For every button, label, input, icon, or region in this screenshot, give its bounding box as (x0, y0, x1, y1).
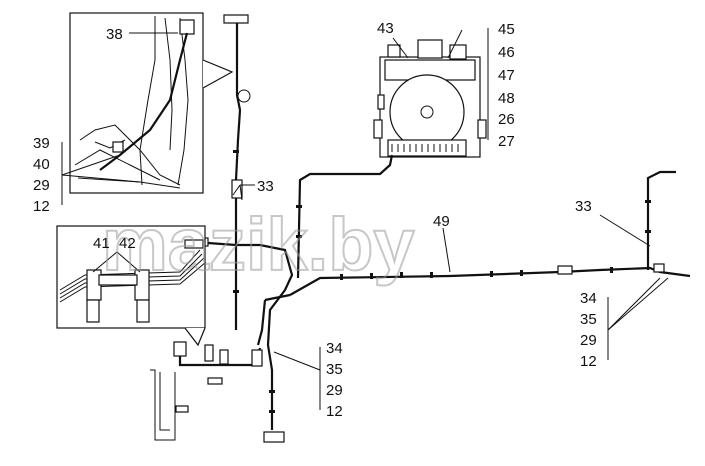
stack-label: 29 (326, 382, 343, 399)
stack-label: 27 (498, 133, 515, 150)
stack-label: 26 (498, 111, 515, 128)
stack-label: 40 (33, 156, 50, 173)
stack-top-right: 45 46 47 48 26 27 (498, 21, 515, 150)
watermark-text: mazik.by (102, 203, 415, 286)
inset-connector-pointer (184, 327, 206, 347)
stack-label: 12 (326, 403, 343, 420)
stack-center-low: 34 35 29 12 (326, 340, 343, 420)
inset-seat-pointer (202, 59, 234, 89)
stack-label: 12 (33, 198, 50, 215)
stack-left-mid: 39 40 29 12 (33, 135, 50, 215)
stack-label: 29 (580, 332, 597, 349)
inset-seat-detail-frame (69, 12, 204, 194)
callout-41: 41 (93, 235, 110, 252)
stack-label: 12 (580, 353, 597, 370)
stack-right-low: 34 35 29 12 (580, 290, 597, 370)
callout-33-right: 33 (575, 198, 592, 215)
stack-label: 35 (326, 361, 343, 378)
stack-label: 45 (498, 21, 515, 38)
callout-49: 49 (433, 213, 450, 230)
connector-detail (59, 239, 207, 323)
callout-43: 43 (377, 20, 394, 37)
callout-42: 42 (119, 235, 136, 252)
stack-label: 39 (33, 135, 50, 152)
stack-label: 35 (580, 311, 597, 328)
stack-label: 46 (498, 44, 515, 61)
harness-clips (233, 150, 651, 413)
leader-lines (61, 28, 669, 410)
stack-label: 48 (498, 90, 515, 107)
seat-outline (74, 16, 195, 189)
stack-label: 34 (326, 340, 343, 357)
stack-label: 29 (33, 177, 50, 194)
battery-box-component (373, 39, 487, 158)
stack-label: 47 (498, 67, 515, 84)
callout-38: 38 (106, 26, 123, 43)
main-harness (150, 14, 691, 443)
stack-label: 34 (580, 290, 597, 307)
callout-33-center: 33 (257, 178, 274, 195)
